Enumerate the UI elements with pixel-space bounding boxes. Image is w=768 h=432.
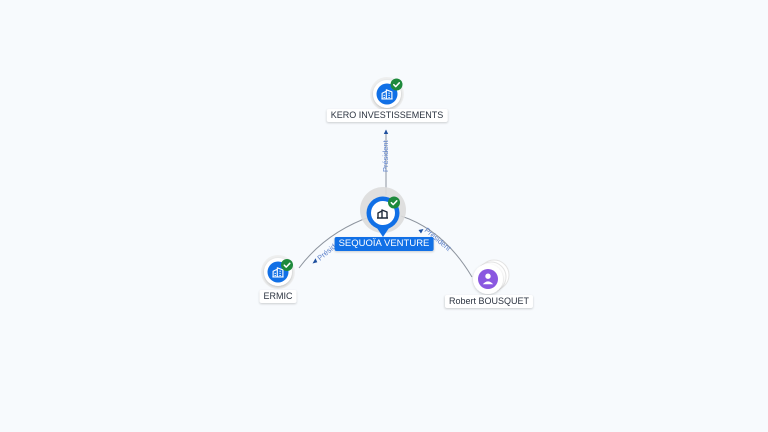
arrow-head-icon bbox=[383, 129, 389, 134]
person-icon bbox=[482, 273, 494, 285]
edge-top: Président bbox=[381, 129, 390, 195]
node-robert-bousquet[interactable] bbox=[473, 259, 510, 294]
node-label-robert-bousquet[interactable]: Robert BOUSQUET bbox=[444, 295, 534, 308]
arrow-head-icon bbox=[312, 258, 318, 264]
node-label-sequoia-venture[interactable]: SEQUOÏA VENTURE bbox=[334, 237, 434, 251]
node-sequoia-venture[interactable] bbox=[360, 187, 406, 237]
node-kero-investissements[interactable] bbox=[370, 77, 404, 111]
company-building-icon bbox=[377, 209, 388, 219]
verified-check-icon bbox=[390, 78, 403, 91]
edge-label-top: Président bbox=[381, 139, 390, 172]
verified-check-icon bbox=[281, 259, 293, 271]
arrow-head-icon bbox=[418, 229, 424, 234]
verified-check-icon bbox=[388, 196, 400, 209]
node-label-kero-investissements[interactable]: KERO INVESTISSEMENTS bbox=[326, 109, 448, 122]
node-ermic[interactable] bbox=[261, 255, 295, 289]
node-label-ermic[interactable]: ERMIC bbox=[259, 290, 297, 303]
